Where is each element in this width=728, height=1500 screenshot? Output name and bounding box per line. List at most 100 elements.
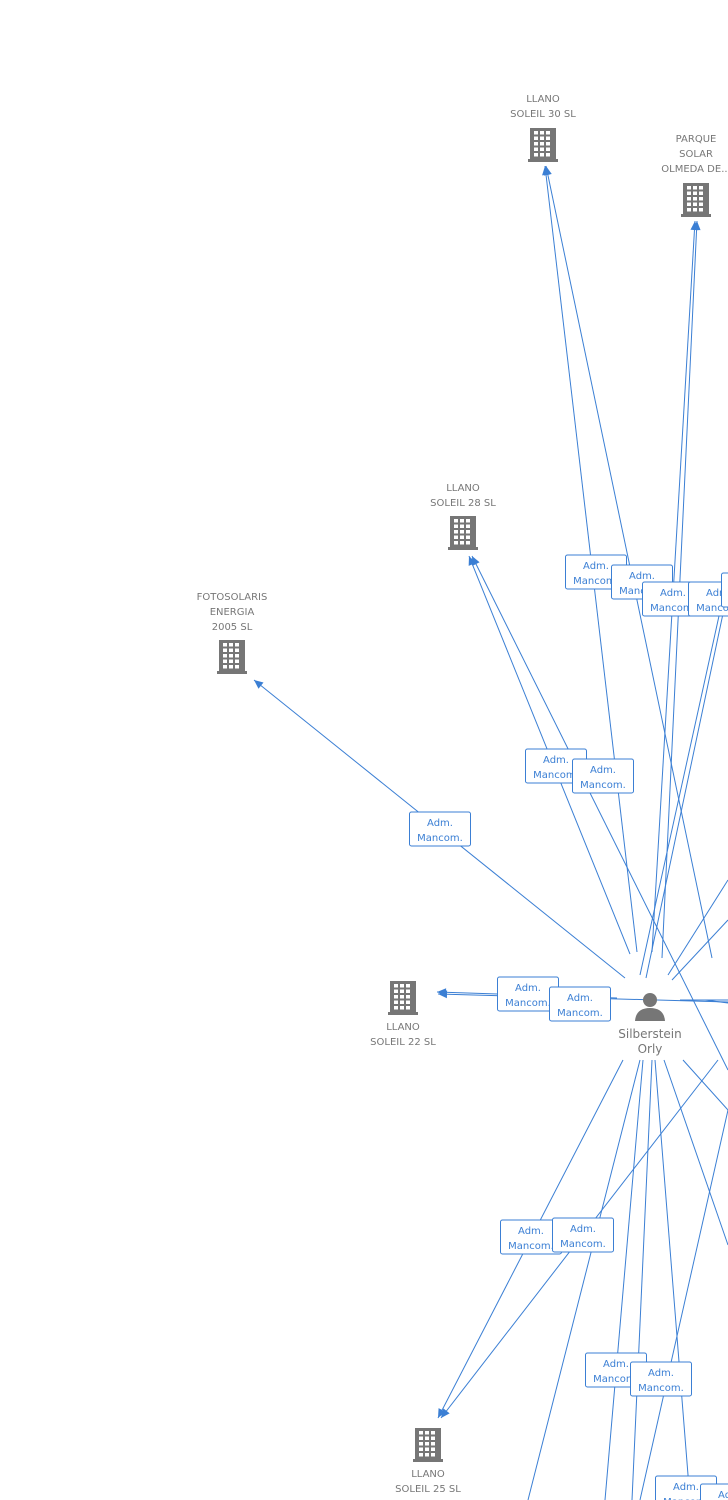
relation-edge bbox=[645, 589, 728, 979]
relation-label: Mancom. bbox=[560, 1239, 606, 1250]
relation-badge[interactable]: Adm. Mancom. bbox=[409, 811, 471, 847]
person-name-line: Orly bbox=[638, 1042, 663, 1056]
relation-label: Mancom. bbox=[650, 603, 696, 614]
badge-layer: Adm. Mancom. Adm. Mancom. Adm. Mancom. Adm. Man… bbox=[409, 554, 728, 1500]
company-name-line: ENERGIA bbox=[210, 607, 255, 618]
badge-box bbox=[700, 1483, 728, 1500]
relation-label: Mancom. bbox=[557, 1008, 603, 1019]
relation-edge bbox=[631, 1059, 653, 1500]
badge-box bbox=[688, 581, 728, 617]
relation-edge bbox=[527, 1059, 641, 1500]
relation-edge bbox=[682, 1059, 728, 1111]
relation-label: Adm. bbox=[543, 755, 569, 766]
company-name-line: 2005 SL bbox=[212, 622, 253, 633]
relation-badge[interactable]: Adm.Mancom. bbox=[700, 1483, 728, 1500]
relation-label: Mancom. bbox=[533, 770, 579, 781]
arrow-layer bbox=[254, 166, 701, 1418]
relation-edge bbox=[545, 165, 713, 959]
badge-box bbox=[409, 811, 471, 847]
relation-label: Adm. bbox=[629, 571, 655, 582]
relation-label: Mancom. bbox=[580, 780, 626, 791]
badge-box bbox=[721, 572, 728, 608]
relation-label: Adm. bbox=[583, 561, 609, 572]
person-icon bbox=[635, 993, 665, 1021]
relation-edge bbox=[667, 879, 728, 976]
company-name-line: FOTOSOLARIS bbox=[197, 592, 268, 603]
relation-edge bbox=[663, 1059, 728, 1246]
relation-label: Mancom. bbox=[638, 1383, 684, 1394]
relation-edge bbox=[704, 999, 728, 1004]
badge-box bbox=[572, 758, 634, 794]
company-node[interactable]: PARQUE SOLAR OLMEDA DE... bbox=[661, 134, 728, 217]
relation-edge bbox=[654, 1059, 691, 1500]
relation-badge[interactable]: Adm. Mancom. bbox=[549, 986, 611, 1022]
building-icon bbox=[388, 981, 418, 1015]
arrow-head bbox=[543, 166, 552, 176]
relation-label: Adm. bbox=[673, 1482, 699, 1493]
company-name-line: LLANO bbox=[411, 1469, 445, 1480]
relation-badge[interactable]: Adm. Mancom. bbox=[552, 1217, 614, 1253]
relation-label: Adm. bbox=[718, 1490, 728, 1500]
badge-box bbox=[549, 986, 611, 1022]
company-name-line: SOLAR bbox=[679, 149, 713, 160]
building-icon bbox=[448, 516, 478, 550]
company-name-line: LLANO bbox=[446, 483, 480, 494]
relation-label: Mancom. bbox=[573, 576, 619, 587]
arrow-head bbox=[254, 680, 264, 689]
relation-badge[interactable]: Adm. Mancom. bbox=[500, 1219, 562, 1255]
relation-label: Mancom. bbox=[663, 1497, 709, 1500]
relation-label: Mancom. bbox=[696, 603, 728, 614]
relation-badge[interactable]: Adm. Mancom. bbox=[572, 758, 634, 794]
relation-label: Adm. bbox=[567, 993, 593, 1004]
company-node[interactable]: LLANO SOLEIL 28 SL bbox=[430, 483, 496, 550]
relation-label: Adm. bbox=[427, 818, 453, 829]
edge-layer bbox=[253, 165, 728, 1500]
relation-badge[interactable]: Adm. Mancom. bbox=[630, 1361, 692, 1397]
relation-label: Adm. bbox=[660, 588, 686, 599]
arrow-head bbox=[472, 556, 480, 566]
arrow-head bbox=[438, 990, 448, 999]
building-icon bbox=[413, 1428, 443, 1462]
company-name-line: LLANO bbox=[386, 1022, 420, 1033]
relation-label: Adm. bbox=[515, 983, 541, 994]
relation-label: Adm. bbox=[590, 765, 616, 776]
arrow-head bbox=[441, 1408, 450, 1418]
relation-label: Adm. bbox=[648, 1368, 674, 1379]
relation-badge[interactable]: Adm.Mancom. bbox=[721, 572, 728, 608]
relation-label: Mancom. bbox=[505, 998, 551, 1009]
relation-label: Mancom. bbox=[593, 1374, 639, 1385]
relation-edge bbox=[604, 1059, 644, 1500]
relation-label: Adm. bbox=[518, 1226, 544, 1237]
company-name-line: SOLEIL 28 SL bbox=[430, 498, 496, 509]
badge-box bbox=[630, 1361, 692, 1397]
company-name-line: SOLEIL 22 SL bbox=[370, 1037, 436, 1048]
building-icon bbox=[528, 128, 558, 162]
building-icon bbox=[681, 183, 711, 217]
company-name-line: PARQUE bbox=[676, 134, 717, 145]
company-node[interactable]: FOTOSOLARIS ENERGIA 2005 SL bbox=[197, 592, 268, 674]
node-layer: LLANO SOLEIL 30 SL PARQUE SOLAR OLMEDA DE...… bbox=[197, 94, 728, 1495]
relation-label: Adm. bbox=[570, 1224, 596, 1235]
relation-edge bbox=[639, 1109, 728, 1500]
relation-label: Adm. bbox=[706, 588, 728, 599]
relation-badge[interactable]: Adm. Mancom. bbox=[688, 581, 728, 617]
company-name-line: SOLEIL 25 SL bbox=[395, 1484, 461, 1495]
person-name-line: Silberstein bbox=[618, 1027, 682, 1041]
relation-label: Mancom. bbox=[417, 833, 463, 844]
arrow-head bbox=[438, 1408, 446, 1418]
arrow-head bbox=[692, 221, 701, 231]
relation-edge bbox=[471, 555, 728, 1071]
relation-label: Mancom. bbox=[508, 1241, 554, 1252]
badge-box bbox=[552, 1217, 614, 1253]
relation-label: Adm. bbox=[603, 1359, 629, 1370]
building-icon bbox=[217, 640, 247, 674]
company-name-line: LLANO bbox=[526, 94, 560, 105]
company-node[interactable]: LLANO SOLEIL 25 SL bbox=[395, 1428, 461, 1495]
company-name-line: OLMEDA DE... bbox=[661, 164, 728, 175]
company-name-line: SOLEIL 30 SL bbox=[510, 109, 576, 120]
company-node[interactable]: LLANO SOLEIL 22 SL bbox=[370, 981, 436, 1048]
company-node[interactable]: LLANO SOLEIL 30 SL bbox=[510, 94, 576, 162]
relation-edge bbox=[639, 574, 728, 976]
